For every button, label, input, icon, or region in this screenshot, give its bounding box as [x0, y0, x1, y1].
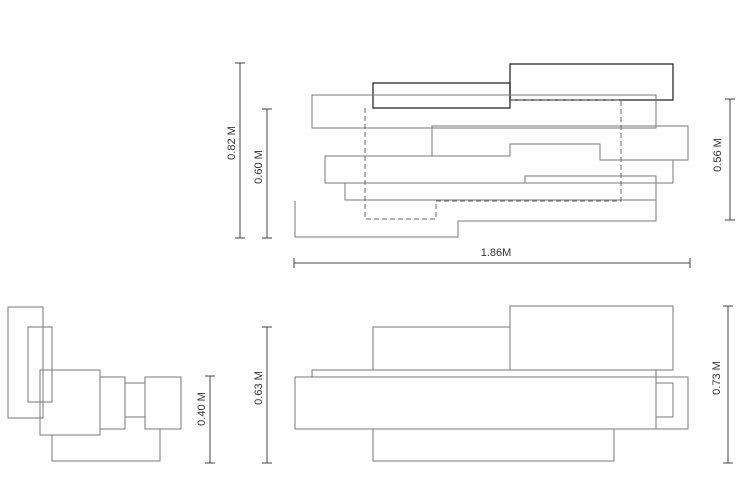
dim-label-0-63: 0.63 M	[253, 371, 265, 405]
plan-slab-4	[294, 199, 657, 238]
front-base	[372, 428, 615, 462]
side-end-block	[144, 376, 182, 430]
plan-slab-3	[344, 175, 657, 201]
dim-bottom-left-height: 0.40 M	[196, 375, 215, 464]
dim-label-0-56: 0.56 M	[712, 138, 724, 172]
front-upper-left-block	[372, 326, 511, 371]
dim-top-height-overall: 0.82 M	[226, 62, 245, 239]
dim-bottom-front-height: 0.63 M	[253, 326, 272, 464]
front-right-inset	[655, 382, 674, 418]
front-right-cap	[655, 376, 689, 430]
dim-label-0-40: 0.40 M	[196, 392, 208, 426]
side-base-line	[51, 429, 161, 462]
dim-label-0-73: 0.73 M	[711, 361, 723, 395]
dim-bottom-right-height: 0.73 M	[711, 305, 733, 464]
dim-top-height-inner: 0.60 M	[253, 108, 272, 239]
side-small-block-2	[124, 382, 146, 418]
dim-top-width: 1.86M	[293, 247, 691, 268]
dim-label-0-82: 0.82 M	[226, 126, 238, 160]
dim-label-0-60: 0.60 M	[253, 150, 265, 184]
front-main-slab	[294, 376, 657, 430]
dim-label-1-86: 1.86M	[481, 247, 512, 259]
side-small-block-1	[99, 376, 126, 430]
front-thin-slab	[311, 369, 657, 378]
side-back-panel	[7, 306, 44, 419]
side-view-left	[7, 306, 182, 462]
plan-hidden-outline	[364, 99, 622, 220]
front-upper-right-block	[509, 305, 674, 371]
top-plan-view	[294, 63, 689, 238]
plan-slab-5	[325, 125, 689, 161]
front-view	[294, 305, 689, 462]
dim-top-height-right: 0.56 M	[712, 98, 735, 221]
